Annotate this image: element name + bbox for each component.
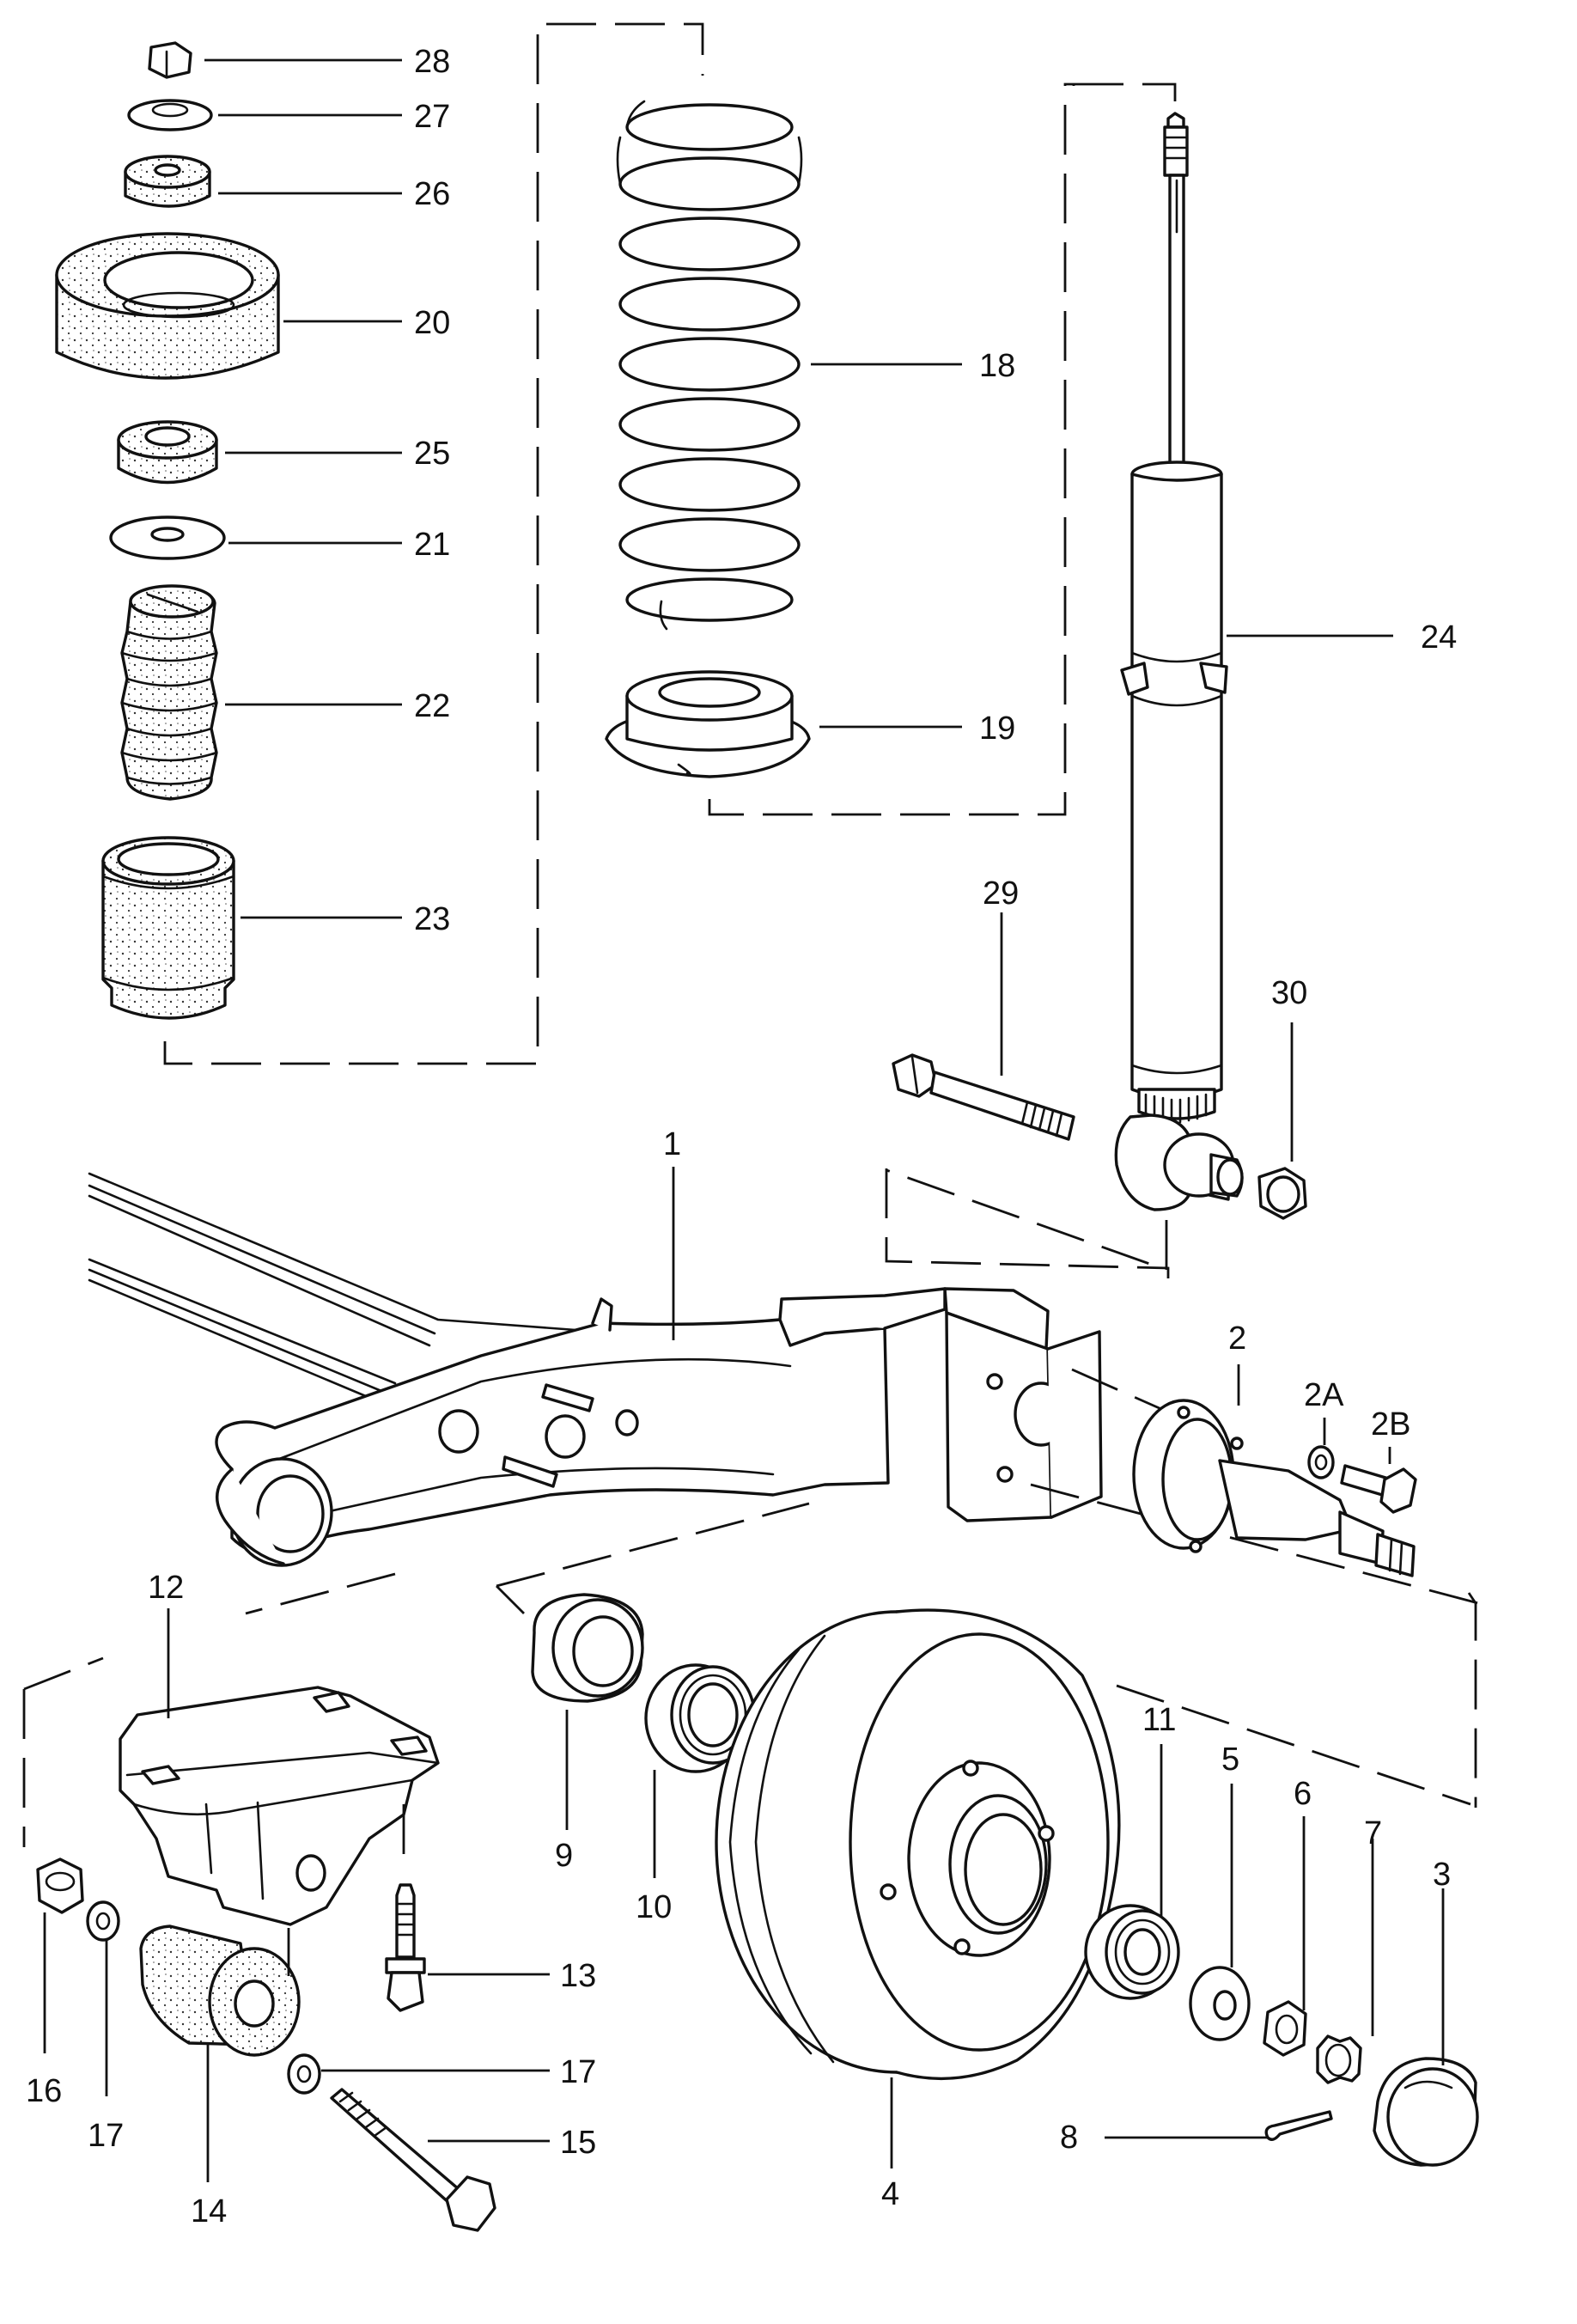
nut-30 bbox=[1257, 1167, 1307, 1220]
nut-6 bbox=[1263, 2000, 1307, 2057]
mounting-ring-20 bbox=[55, 232, 280, 380]
label-17-left: 17 bbox=[88, 2118, 124, 2154]
label-11: 11 bbox=[1142, 1702, 1176, 1738]
grease-cap-3 bbox=[1373, 2057, 1479, 2167]
label-23: 23 bbox=[414, 901, 450, 937]
label-14: 14 bbox=[191, 2193, 227, 2229]
thrust-washer-5 bbox=[1189, 1966, 1251, 2041]
label-5: 5 bbox=[1221, 1741, 1239, 1778]
label-8: 8 bbox=[1060, 2120, 1078, 2156]
bolt-15 bbox=[330, 2088, 496, 2232]
label-15: 15 bbox=[560, 2125, 596, 2161]
label-25: 25 bbox=[414, 436, 450, 472]
washer-17a bbox=[86, 1900, 120, 1942]
bolt-2B bbox=[1340, 1464, 1417, 1514]
bump-stop-22 bbox=[120, 584, 218, 801]
rubber-bush-14 bbox=[139, 1924, 301, 2057]
label-4: 4 bbox=[881, 2176, 899, 2212]
label-21: 21 bbox=[414, 527, 450, 563]
label-22: 22 bbox=[414, 688, 450, 724]
nut-16 bbox=[36, 1857, 84, 1914]
label-7: 7 bbox=[1364, 1815, 1382, 1851]
cotter-pin-8 bbox=[1264, 2110, 1333, 2141]
label-12: 12 bbox=[148, 1570, 184, 1606]
label-30: 30 bbox=[1271, 975, 1307, 1011]
label-28: 28 bbox=[414, 44, 450, 80]
label-2A: 2A bbox=[1304, 1377, 1344, 1413]
washer-2A bbox=[1307, 1445, 1335, 1479]
label-17-right: 17 bbox=[560, 2054, 596, 2090]
stub-axle-2 bbox=[1132, 1399, 1416, 1577]
label-9: 9 bbox=[555, 1838, 573, 1874]
seal-9 bbox=[531, 1593, 644, 1703]
stud-13 bbox=[385, 1883, 426, 2012]
bearing-10 bbox=[644, 1663, 756, 1773]
washer-17b bbox=[287, 2053, 321, 2095]
spring-seat-19 bbox=[605, 670, 811, 778]
bolt-29 bbox=[892, 1053, 1075, 1141]
label-19: 19 bbox=[979, 711, 1015, 747]
label-18: 18 bbox=[979, 348, 1015, 384]
label-2: 2 bbox=[1228, 1321, 1246, 1357]
label-1: 1 bbox=[663, 1126, 681, 1162]
washer-21 bbox=[109, 515, 226, 560]
label-13: 13 bbox=[560, 1958, 596, 1994]
label-24: 24 bbox=[1421, 619, 1457, 656]
coil-spring-18 bbox=[616, 100, 803, 631]
mounting-bracket-12 bbox=[119, 1686, 440, 1926]
dust-boot-23 bbox=[101, 836, 235, 1020]
label-16: 16 bbox=[26, 2073, 62, 2109]
label-6: 6 bbox=[1294, 1776, 1312, 1812]
bush-25 bbox=[117, 420, 218, 485]
label-29: 29 bbox=[983, 875, 1019, 912]
label-2B: 2B bbox=[1371, 1406, 1410, 1443]
washer-27 bbox=[127, 99, 213, 131]
rubber-buffer-26 bbox=[124, 155, 211, 208]
shock-absorber-24 bbox=[1114, 112, 1244, 1211]
label-27: 27 bbox=[414, 99, 450, 135]
label-10: 10 bbox=[636, 1889, 672, 1925]
nut-28 bbox=[148, 41, 192, 79]
label-26: 26 bbox=[414, 176, 450, 212]
bearing-11 bbox=[1084, 1904, 1180, 2000]
brake-drum-4 bbox=[715, 1608, 1121, 2081]
label-20: 20 bbox=[414, 305, 450, 341]
axle-beam-1 bbox=[88, 1172, 1103, 1567]
castle-lock-7 bbox=[1316, 2034, 1362, 2084]
label-3: 3 bbox=[1433, 1857, 1451, 1893]
